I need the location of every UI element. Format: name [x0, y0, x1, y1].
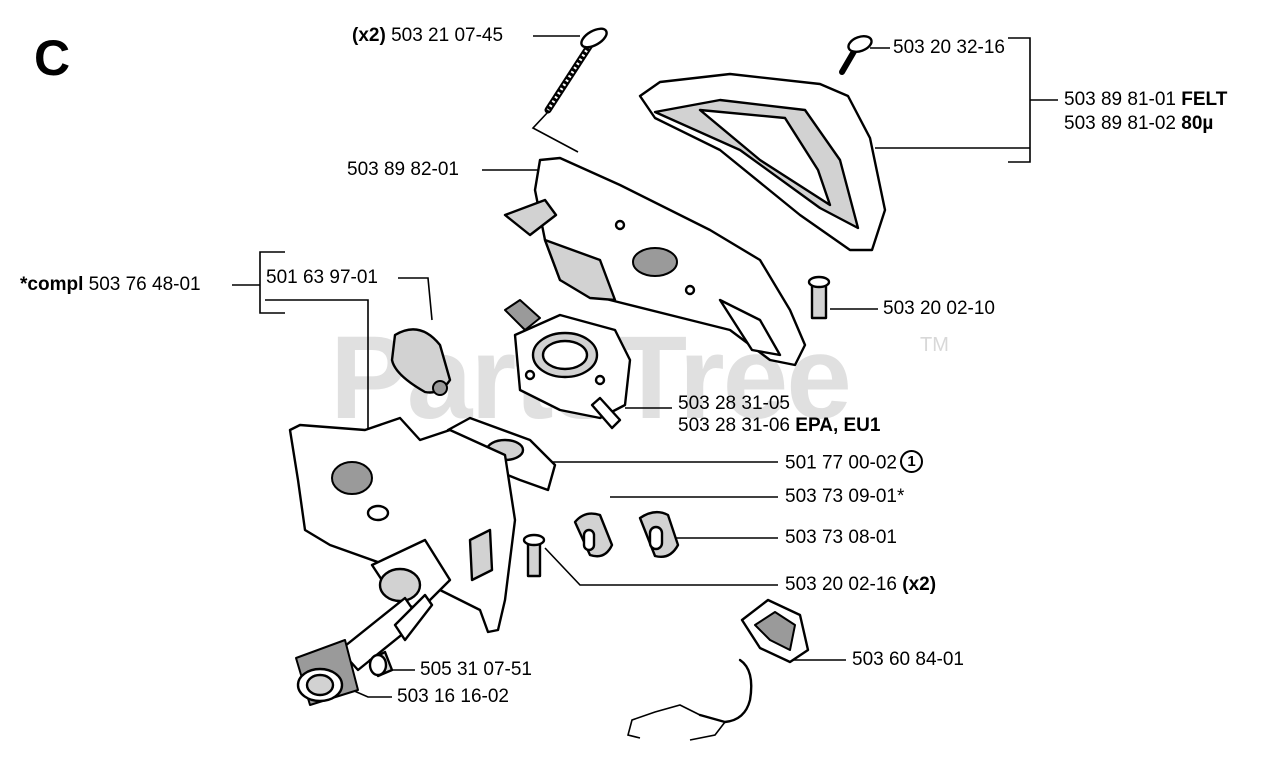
section-letter: C	[34, 30, 71, 86]
part-label-grommet-2: 503 73 08-01	[785, 527, 897, 548]
part-label-grommet-1: 503 73 09-01*	[785, 486, 905, 507]
bottom-screw-drawing	[522, 533, 546, 578]
part-label-throttle-rod: 503 60 84-01	[852, 649, 964, 670]
watermark-trademark: TM	[920, 334, 949, 356]
part-label-bushing: 505 31 07-51	[420, 659, 532, 680]
part-label-screw-top: 503 20 32-16	[893, 37, 1005, 58]
part-label-carb-1: 503 28 31-05	[678, 393, 790, 414]
part-label-filter-80: 503 89 81-02 80µ	[1064, 113, 1214, 134]
part-label-screw-mid: 503 20 02-10	[883, 298, 995, 319]
sleeve-drawing	[295, 639, 359, 706]
choke-plate-drawing	[390, 328, 452, 396]
grommets-drawing	[573, 510, 680, 559]
mid-screw-drawing	[807, 275, 831, 320]
part-label-screw-long: (x2) 503 21 07-45	[352, 25, 504, 46]
intake-pipe-drawing	[338, 538, 452, 672]
top-screw-drawing	[839, 35, 873, 75]
filter-holder-drawing	[503, 156, 807, 367]
carburetor-drawing	[504, 299, 632, 430]
part-label-carb-2: 503 28 31-06 EPA, EU1	[678, 415, 881, 436]
leader-lines	[232, 35, 1058, 698]
part-label-filter-felt: 503 89 81-01 FELT	[1064, 89, 1228, 110]
part-label-screw-bottom: 503 20 02-16 (x2)	[785, 574, 937, 595]
filter-cover-drawing	[638, 72, 887, 252]
part-label-sleeve: 503 16 16-02	[397, 686, 509, 707]
reference-number-circle: 1	[900, 450, 923, 473]
part-label-choke: 501 63 97-01	[266, 267, 378, 288]
throttle-rod-drawing	[627, 598, 810, 741]
long-screw-drawing	[544, 27, 608, 114]
part-label-compl: *compl 503 76 48-01	[20, 274, 201, 295]
part-label-filter-holder: 503 89 82-01	[347, 159, 459, 180]
carb-bracket-drawing	[288, 416, 517, 634]
bushing-drawing	[368, 650, 394, 678]
